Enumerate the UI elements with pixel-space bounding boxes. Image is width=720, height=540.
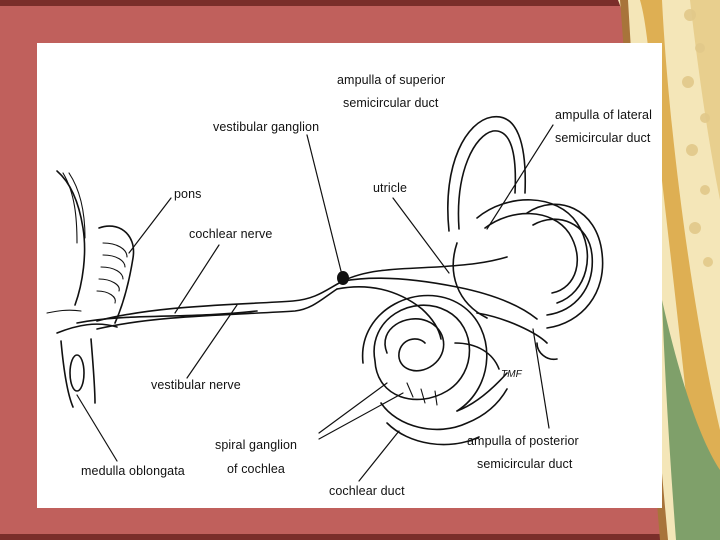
semicircular-ducts [447, 115, 604, 361]
cochlea-drawing [361, 294, 508, 446]
label-ampulla-superior-1: ampulla of superior [337, 73, 445, 87]
pointer-vestibular-ganglion [306, 134, 342, 272]
leader-lines [76, 124, 554, 482]
diagram-labels: ampulla of superior semicircular duct am… [81, 73, 652, 498]
pointer-spiral-ganglion-1 [318, 382, 388, 434]
nerve-trunks [76, 256, 538, 340]
pointer-cochlear-duct [358, 430, 400, 482]
pointer-utricle [392, 197, 450, 274]
label-ampulla-superior-2: semicircular duct [343, 96, 439, 110]
label-vestibular-ganglion: vestibular ganglion [213, 120, 319, 134]
label-ampulla-lateral-1: ampulla of lateral [555, 108, 652, 122]
label-medulla-oblongata: medulla oblongata [81, 464, 185, 478]
label-ampulla-posterior-2: semicircular duct [477, 457, 573, 471]
pointer-pons [128, 197, 172, 254]
inner-ear-diagram: ampulla of superior semicircular duct am… [46, 73, 652, 498]
artist-signature: TMF [501, 369, 523, 380]
vestibular-ganglion-mark [337, 271, 349, 285]
label-cochlear-nerve: cochlear nerve [189, 227, 272, 241]
label-spiral-ganglion-2: of cochlea [227, 462, 285, 476]
pointer-ampulla-lateral [486, 124, 554, 230]
content-panel: ampulla of superior semicircular duct am… [37, 43, 662, 508]
pointer-spiral-ganglion-2 [318, 392, 404, 440]
pointer-cochlear-nerve [174, 244, 220, 314]
label-vestibular-nerve: vestibular nerve [151, 378, 241, 392]
label-pons: pons [174, 187, 202, 201]
label-cochlear-duct: cochlear duct [329, 484, 405, 498]
label-spiral-ganglion-1: spiral ganglion [215, 438, 297, 452]
label-utricle: utricle [373, 181, 407, 195]
label-ampulla-lateral-2: semicircular duct [555, 131, 651, 145]
label-ampulla-posterior-1: ampulla of posterior [467, 434, 579, 448]
brainstem-drawing [46, 170, 135, 408]
pointer-ampulla-posterior [532, 328, 550, 429]
pointer-medulla [76, 394, 118, 462]
pointer-vestibular-nerve [186, 304, 238, 379]
